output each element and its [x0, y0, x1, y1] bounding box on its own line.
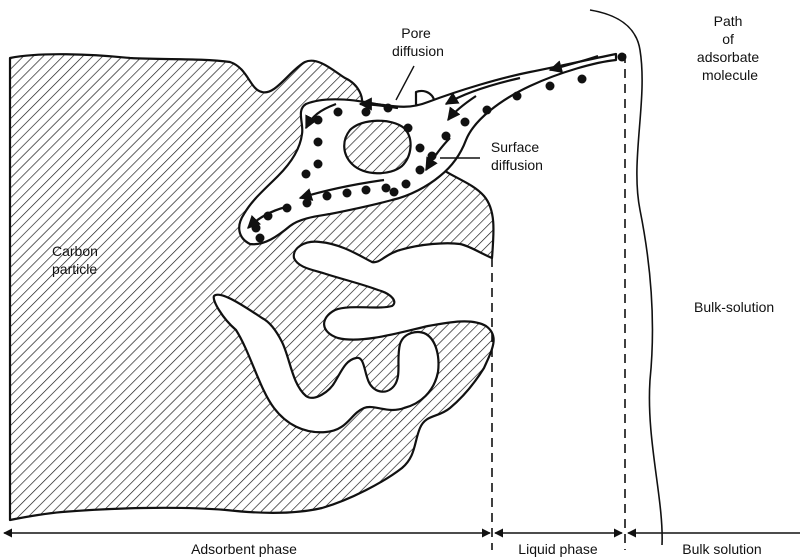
film-boundary-curve: [590, 10, 662, 545]
adsorbent-phase-label: Adsorbent phase: [191, 541, 297, 557]
pore-diffusion-leader: [396, 66, 414, 100]
pore-diffusion-label: Pore diffusion: [392, 25, 444, 59]
liquid-phase-label: Liquid phase: [518, 541, 598, 557]
surface-diffusion-label: Surface diffusion: [491, 139, 543, 173]
bulk-solution-label: Bulk solution: [682, 541, 761, 557]
bulk-solution-side-label: Bulk-solution: [694, 299, 774, 315]
path-of-adsorbate-label: Path of adsorbate molecule: [697, 13, 763, 83]
carbon-island: [344, 121, 410, 174]
